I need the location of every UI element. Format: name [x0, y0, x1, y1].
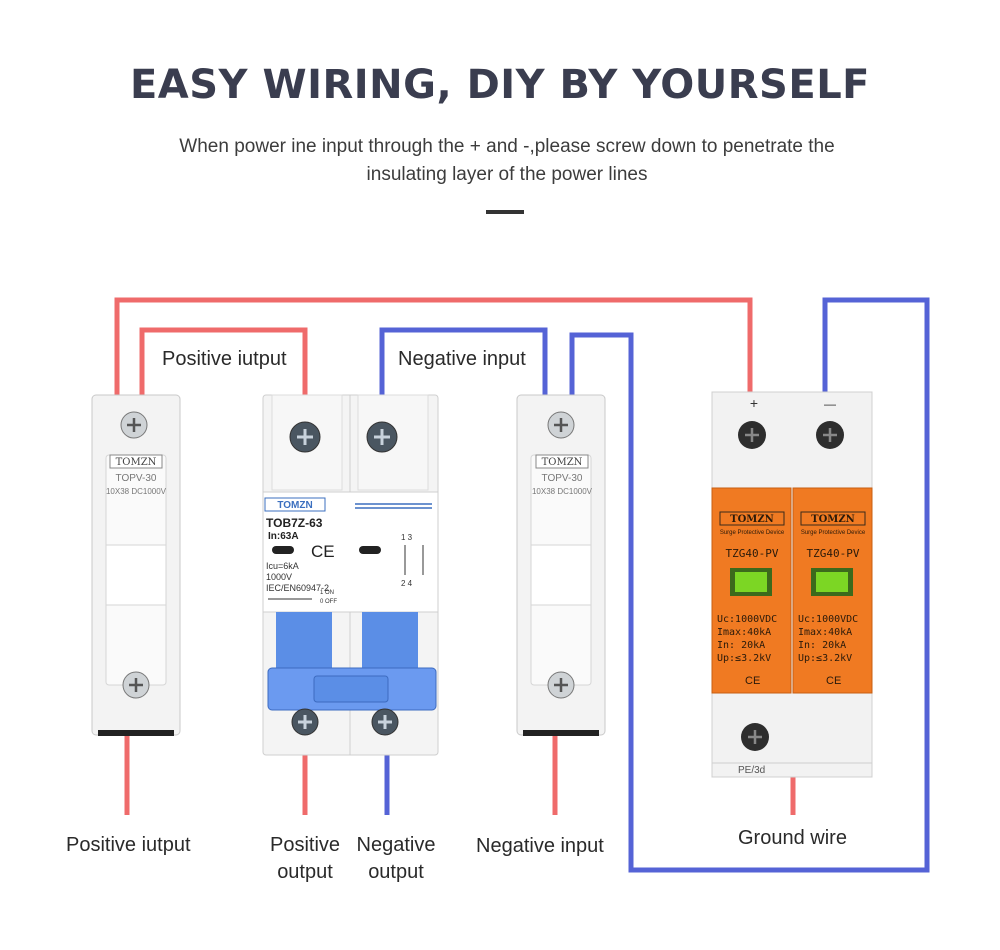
negative-wire-breaker-to-fuse: [379, 327, 548, 400]
fuse-left-brand: TOMZN: [116, 457, 157, 468]
spd-right-imax: Imax:40kA: [798, 627, 852, 638]
label-bottom-fuse-right: Negative input: [476, 835, 604, 857]
negative-wire-fuse-to-ground: [569, 297, 930, 873]
spd-left-ce: CE: [745, 675, 760, 687]
fuse-holder-left: TOMZN TOPV-30 10X38 DC1000V: [91, 394, 181, 736]
fuse-left-spec: 10X38 DC1000V: [106, 487, 167, 496]
positive-wires: [114, 297, 796, 815]
breaker-brand: TOMZN: [277, 500, 312, 511]
spd-left-brand: TOMZN: [730, 514, 774, 525]
page-title: EASY WIRING, DIY BY YOURSELF: [129, 62, 871, 108]
label-ground-wire: Ground wire: [738, 827, 847, 849]
spd-right-brand: TOMZN: [811, 514, 855, 525]
breaker-ce-mark: CE: [311, 542, 335, 561]
spd-left-in: In: 20kA: [717, 640, 765, 651]
breaker-terminal-bottom: 2 4: [401, 579, 413, 588]
spd-left-imax: Imax:40kA: [717, 627, 771, 638]
page-subtitle: When power ine input through the + and -…: [179, 136, 835, 185]
spd-right-up: Up:≤3.2kV: [798, 653, 852, 664]
label-bottom-breaker-neg: Negative output: [356, 834, 436, 883]
breaker-on-label: 1 ON: [320, 590, 334, 596]
spd-plus-symbol: +: [750, 395, 758, 411]
surge-protector: + — TOMZN Surge Protective Device TZG40-…: [711, 391, 873, 778]
spd-right-ce: CE: [826, 675, 841, 687]
label-top-positive: Positive iutput: [162, 348, 287, 370]
breaker-off-label: 0 OFF: [320, 599, 337, 605]
fuse-right-spec: 10X38 DC1000V: [532, 487, 593, 496]
spd-right-type: Surge Protective Device: [801, 530, 866, 536]
fuse-right-brand: TOMZN: [542, 457, 583, 468]
spd-left-model: TZG40-PV: [726, 547, 779, 560]
fuse-right-model: TOPV-30: [542, 473, 583, 484]
label-top-negative: Negative input: [398, 348, 526, 370]
fuse-left-model: TOPV-30: [116, 473, 157, 484]
breaker-standard: IEC/EN60947-2: [266, 583, 329, 593]
breaker-icu: Icu=6kA: [266, 561, 299, 571]
positive-wire-fuse-to-breaker: [139, 327, 308, 400]
spd-pe-label: PE/3d: [738, 765, 765, 776]
spd-right-model: TZG40-PV: [807, 547, 860, 560]
spd-minus-symbol: —: [824, 397, 836, 411]
spd-right-uc: Uc:1000VDC: [798, 614, 858, 625]
breaker-voltage: 1000V: [266, 572, 292, 582]
spd-left-up: Up:≤3.2kV: [717, 653, 771, 664]
breaker-model: TOB7Z-63: [266, 516, 323, 530]
spd-right-in: In: 20kA: [798, 640, 846, 651]
spd-left-uc: Uc:1000VDC: [717, 614, 777, 625]
spd-left-type: Surge Protective Device: [720, 530, 785, 536]
fuse-holder-right: TOMZN TOPV-30 10X38 DC1000V: [516, 394, 606, 736]
label-bottom-fuse-left: Positive iutput: [66, 834, 191, 856]
breaker-current: In:63A: [268, 531, 299, 542]
label-bottom-breaker-pos: Positive output: [269, 834, 341, 883]
breaker-terminal-top: 1 3: [401, 533, 413, 542]
circuit-breaker: TOMZN TOB7Z-63 In:63A CE Icu=6kA 1000V I…: [262, 394, 439, 756]
title-divider: [486, 210, 524, 214]
positive-wire-fuse-to-spd: [114, 297, 753, 400]
